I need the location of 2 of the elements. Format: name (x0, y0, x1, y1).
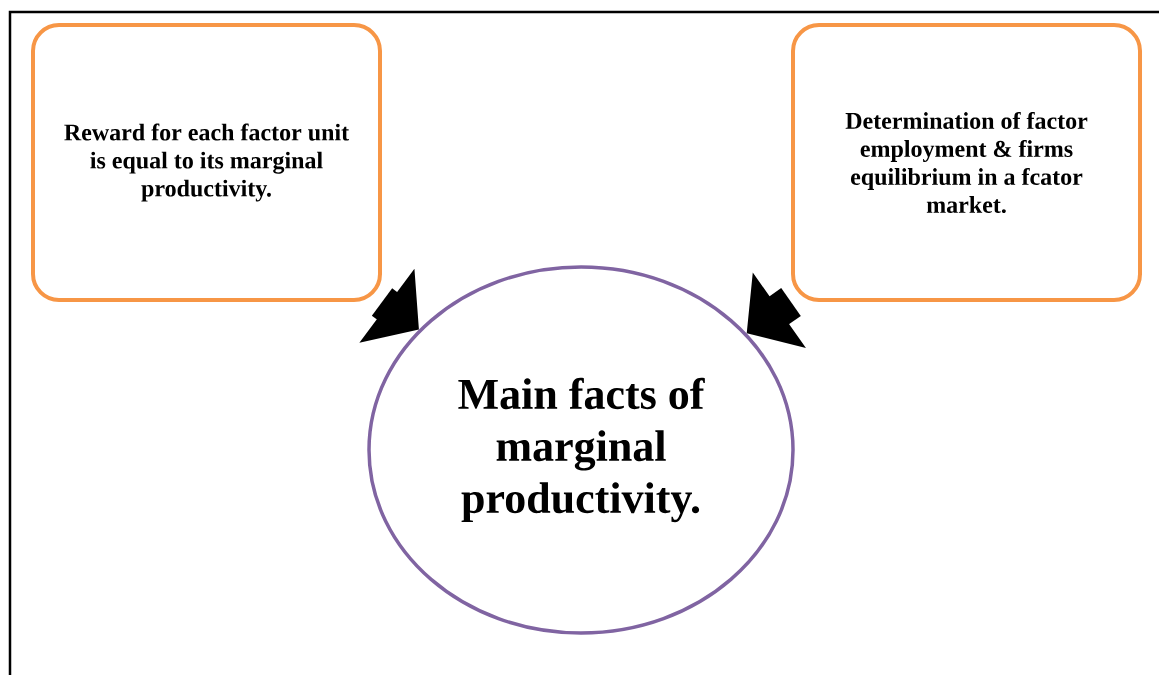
text-box: Determination of factor employment & firms equilibrium in a fcator market. (791, 23, 1142, 302)
text-box: Reward for each factor unit is equal to its marginal productivity. (31, 23, 382, 302)
